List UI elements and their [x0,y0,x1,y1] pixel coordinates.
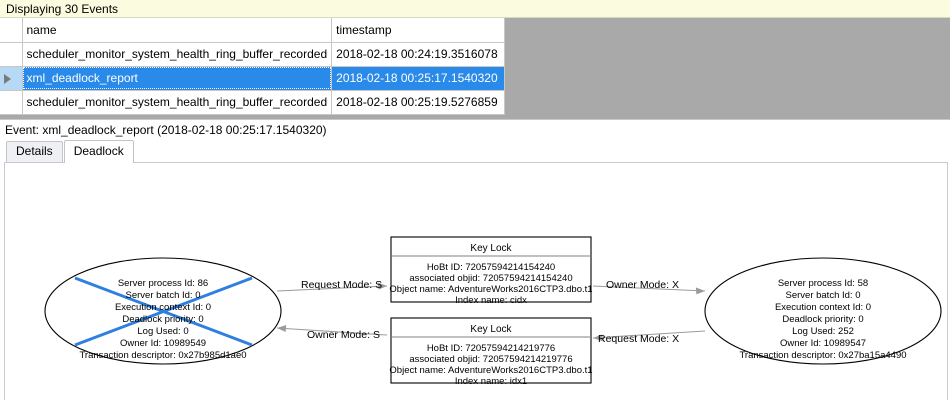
resource-bottom-line-3: Index name: idx1 [455,376,527,387]
event-caption-label: Event: xml_deadlock_report (2018-02-18 0… [5,123,327,137]
process-right-line-1: Server batch Id: 0 [786,290,861,301]
resource-top-line-2: Object name: AdventureWorks2016CTP3.dbo.… [389,284,592,295]
column-header-name[interactable]: name [22,18,333,43]
column-header-selector[interactable] [0,18,23,43]
events-banner: Displaying 30 Events [0,0,950,18]
column-header-timestamp[interactable]: timestamp [331,18,506,43]
process-right-line-4: Log Used: 252 [792,326,854,337]
resource-top-line-1: associated objid: 72057594214154240 [409,273,572,284]
resource-node-bottom[interactable]: Key Lock HoBt ID: 72057594214219776 asso… [389,317,593,387]
edge-left-request-top [276,282,388,292]
process-left-line-5: Owner Id: 10989549 [120,338,206,349]
process-right-line-2: Execution context Id: 0 [775,302,871,313]
resource-top-title: Key Lock [470,243,512,254]
process-right-line-3: Deadlock priority: 0 [782,314,863,325]
edge-label-left-request-top: Request Mode: S [301,279,382,291]
resource-top-box[interactable] [390,236,592,303]
edge-top-owner-right [592,285,706,295]
current-row-arrow-icon [4,73,11,84]
tab-details[interactable]: Details [6,141,63,162]
resource-bottom-line-1: associated objid: 72057594214219776 [409,354,572,365]
cell-name[interactable]: xml_deadlock_report [22,66,333,91]
process-right-line-5: Owner Id: 10989547 [780,338,866,349]
cell-timestamp[interactable]: 2018-02-18 00:24:19.3516078 [331,42,506,67]
deadlock-graph-canvas[interactable]: Server process Id: 86 Server batch Id: 0… [4,162,948,400]
edge-bottom-owner-left [276,325,388,336]
process-ellipse-right[interactable] [704,257,942,365]
resource-top-line-3: Index name: cidx [455,295,527,306]
row-selector-cell[interactable] [0,90,23,115]
process-right-line-0: Server process Id: 58 [778,278,868,289]
cell-name[interactable]: scheduler_monitor_system_health_ring_buf… [22,42,333,67]
cell-timestamp[interactable]: 2018-02-18 00:25:17.1540320 [331,66,506,91]
table-row[interactable]: scheduler_monitor_system_health_ring_buf… [0,90,506,115]
process-right-line-6: Transaction descriptor: 0x27ba15a4490 [739,350,906,361]
resource-bottom-title: Key Lock [470,324,512,335]
row-selector-cell[interactable] [0,42,23,67]
process-left-line-0: Server process Id: 86 [118,278,208,289]
cell-timestamp[interactable]: 2018-02-18 00:25:19.5276859 [331,90,506,115]
resource-node-top[interactable]: Key Lock HoBt ID: 72057594214154240 asso… [389,236,593,306]
process-left-line-2: Execution context Id: 0 [115,302,211,313]
events-grid[interactable]: name timestamp scheduler_monitor_system_… [0,18,506,115]
deadlock-victim-cross-icon [74,276,253,347]
tab-deadlock[interactable]: Deadlock [63,140,134,163]
process-left-line-1: Server batch Id: 0 [126,290,201,301]
resource-bottom-box[interactable] [390,317,592,384]
row-selector-cell[interactable] [0,66,23,91]
tab-strip: Details Deadlock [0,140,950,163]
edge-label-bottom-owner-left: Owner Mode: S [307,329,380,341]
cell-name[interactable]: scheduler_monitor_system_health_ring_buf… [22,90,333,115]
events-grid-container[interactable]: name timestamp scheduler_monitor_system_… [0,18,950,120]
event-caption: Event: xml_deadlock_report (2018-02-18 0… [0,120,950,140]
edge-label-top-owner-right: Owner Mode: X [606,279,679,291]
resource-top-line-0: HoBt ID: 72057594214154240 [427,262,555,273]
process-left-line-4: Log Used: 0 [137,326,188,337]
events-banner-label: Displaying 30 Events [6,1,119,16]
table-row-selected[interactable]: xml_deadlock_report 2018-02-18 00:25:17.… [0,66,506,91]
edge-label-right-request-bottom: Request Mode: X [598,333,679,345]
process-node-right[interactable]: Server process Id: 58 Server batch Id: 0… [704,257,942,365]
edge-right-request-bottom [592,330,706,342]
resource-bottom-line-0: HoBt ID: 72057594214219776 [427,343,555,354]
process-node-left[interactable]: Server process Id: 86 Server batch Id: 0… [44,257,282,365]
table-row[interactable]: scheduler_monitor_system_health_ring_buf… [0,42,506,67]
resource-bottom-line-2: Object name: AdventureWorks2016CTP3.dbo.… [389,365,592,376]
process-left-line-3: Deadlock priority: 0 [122,314,203,325]
grid-header-row: name timestamp [0,18,506,43]
process-left-line-6: Transaction descriptor: 0x27b985d1ae0 [79,350,246,361]
